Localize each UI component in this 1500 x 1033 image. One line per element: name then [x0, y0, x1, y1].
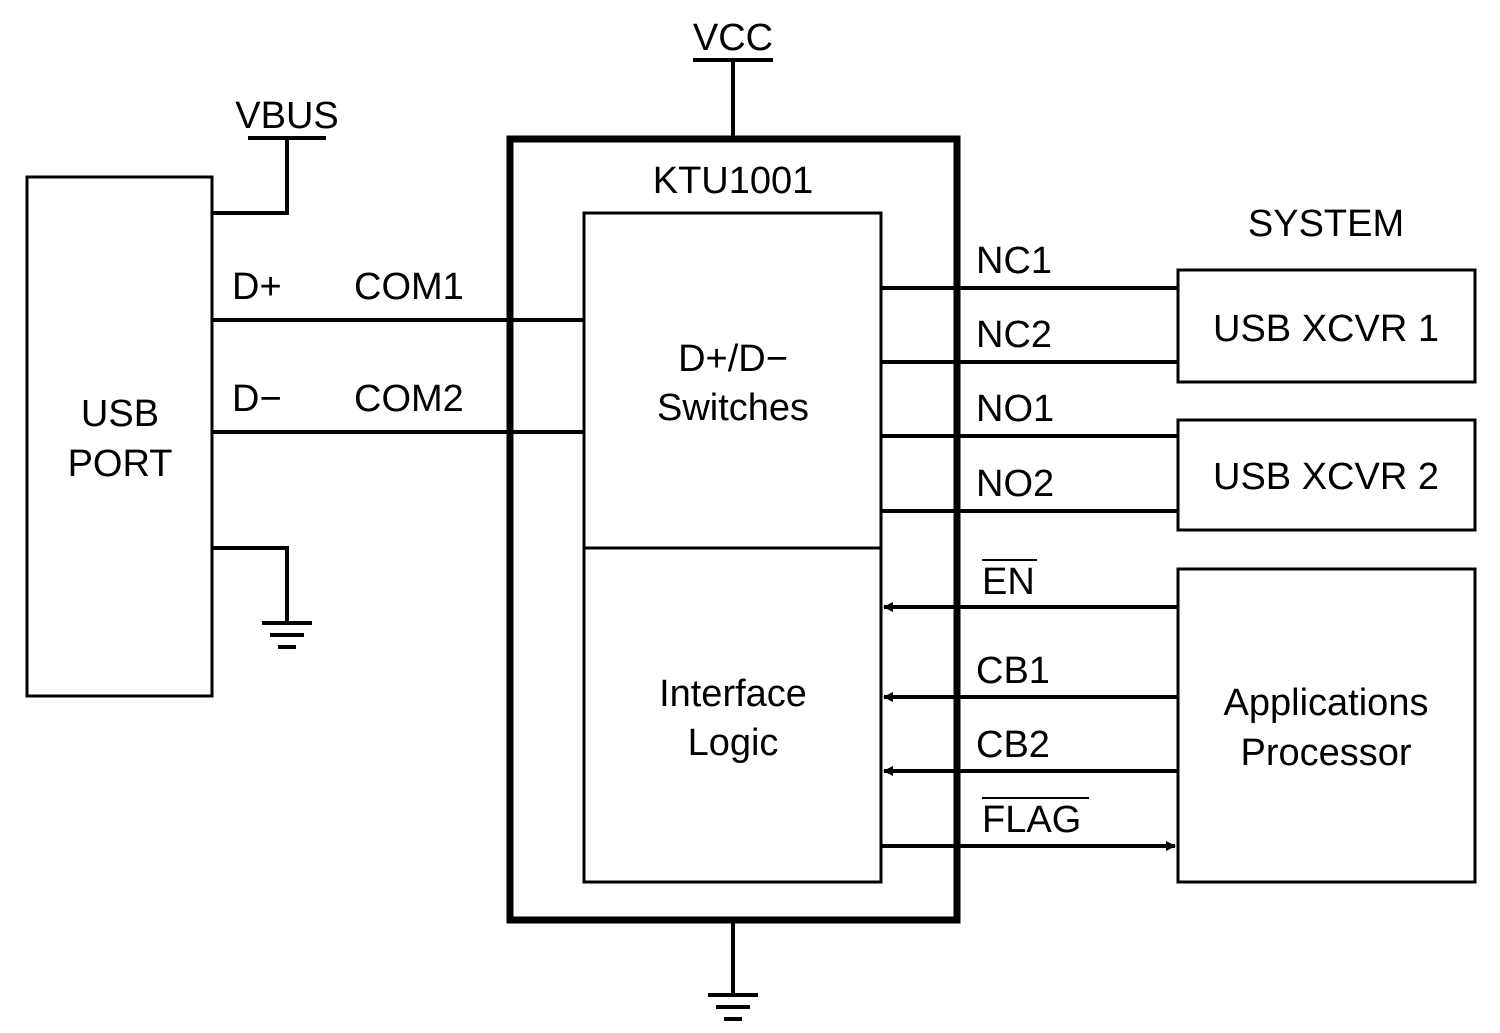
dminus-label: D− [232, 378, 282, 420]
processor-label-line1: Applications [1224, 682, 1429, 724]
switches-block: D+/D− Switches [582, 211, 883, 550]
data-lines-left: D+ COM1 D− COM2 [212, 266, 584, 434]
usb-ground-wire [212, 546, 289, 623]
usb-port: USB PORT [25, 175, 214, 698]
processor-box [1176, 567, 1477, 884]
en-label: EN [982, 561, 1035, 603]
vbus-wire [212, 138, 289, 215]
usb-port-ground [212, 546, 312, 649]
cb2-label: CB2 [976, 724, 1050, 766]
xcvr1-box [1176, 268, 1477, 384]
usb-port-label-line1: USB [81, 393, 159, 435]
logic-box [582, 546, 883, 884]
logic-label-line2: Logic [688, 722, 779, 764]
switches-label-line1: D+/D− [678, 338, 788, 380]
flag-label: FLAG [982, 799, 1081, 841]
chip-ground [708, 920, 758, 1021]
system-group: SYSTEM USB XCVR 1 USB XCVR 2 Application… [1176, 203, 1477, 884]
logic-block: Interface Logic [582, 546, 883, 884]
control-lines: EN CB1 CB2 FLAG [881, 559, 1178, 851]
switches-box [582, 211, 883, 550]
vcc-supply: VCC [693, 17, 773, 138]
xcvr2-box [1176, 418, 1477, 532]
vcc-label: VCC [693, 17, 773, 59]
nc2-label: NC2 [976, 314, 1052, 356]
system-label: SYSTEM [1248, 203, 1404, 245]
no2-label: NO2 [976, 463, 1054, 505]
vbus-supply: VBUS [212, 95, 339, 215]
usb-port-label-line2: PORT [68, 443, 173, 485]
chip-title: KTU1001 [653, 160, 814, 202]
dplus-label: D+ [232, 266, 282, 308]
switch-output-lines: NC1 NC2 NO1 NO2 [881, 240, 1178, 513]
switches-label-line2: Switches [657, 387, 809, 429]
nc1-label: NC1 [976, 240, 1052, 282]
no1-label: NO1 [976, 388, 1054, 430]
cb1-label: CB1 [976, 650, 1050, 692]
com2-label: COM2 [354, 378, 464, 420]
xcvr2-label: USB XCVR 2 [1213, 456, 1439, 498]
xcvr1-label: USB XCVR 1 [1213, 308, 1439, 350]
vbus-label: VBUS [235, 95, 338, 137]
usb-port-box [25, 175, 214, 698]
com1-label: COM1 [354, 266, 464, 308]
processor-label-line2: Processor [1240, 732, 1411, 774]
logic-label-line1: Interface [659, 673, 807, 715]
